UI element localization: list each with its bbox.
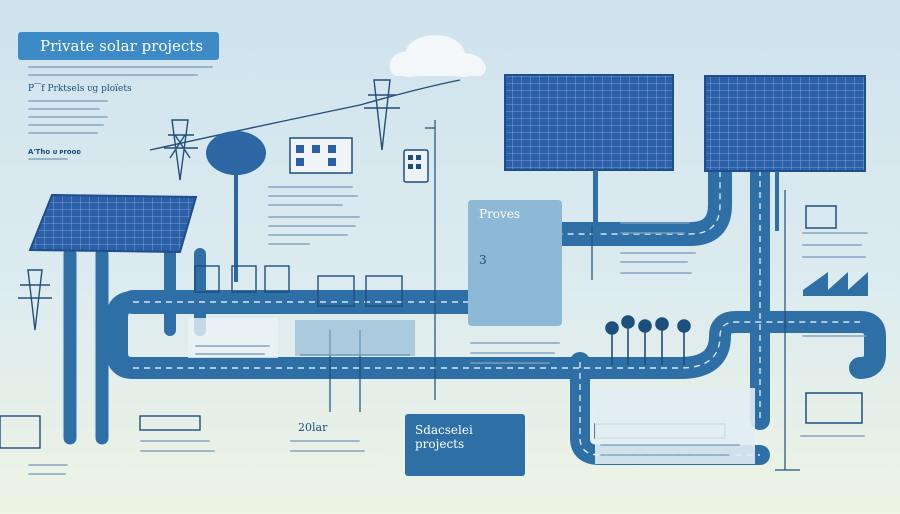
caption-box-left (188, 318, 278, 358)
caption-box-right (595, 388, 755, 464)
forest-icon (605, 315, 691, 365)
solar-panel-large-right (704, 75, 866, 231)
cloud-icon (390, 35, 486, 77)
info-panel-bottom: Sdacselei projects (405, 414, 525, 476)
tree-icon (206, 131, 266, 282)
solar-panel-small (28, 193, 198, 254)
tablet-device-icon (403, 149, 429, 183)
note-label: A'Tho ᴜ ᴘrooᴅ (28, 148, 82, 156)
substation-icons (194, 265, 403, 307)
info-panel-bottom-title: Sdacselei projects (415, 423, 473, 451)
power-pylon-icon (18, 79, 461, 331)
info-panel-number: 3 (479, 253, 487, 267)
page-title-text: Private solar projects (40, 37, 204, 55)
page-title: Private solar projects (18, 32, 219, 60)
small-label: 20lar (298, 421, 328, 434)
factory-icon (803, 205, 868, 424)
info-panel-title: Proves (479, 207, 521, 221)
solar-panel-large-left (504, 74, 674, 240)
office-building-icon (289, 137, 353, 174)
section-heading: P⁀f Prktsels ᴜg ploïets (28, 84, 132, 94)
info-panel-center: Proves 3 (468, 200, 562, 326)
caption-box-center (295, 320, 415, 356)
